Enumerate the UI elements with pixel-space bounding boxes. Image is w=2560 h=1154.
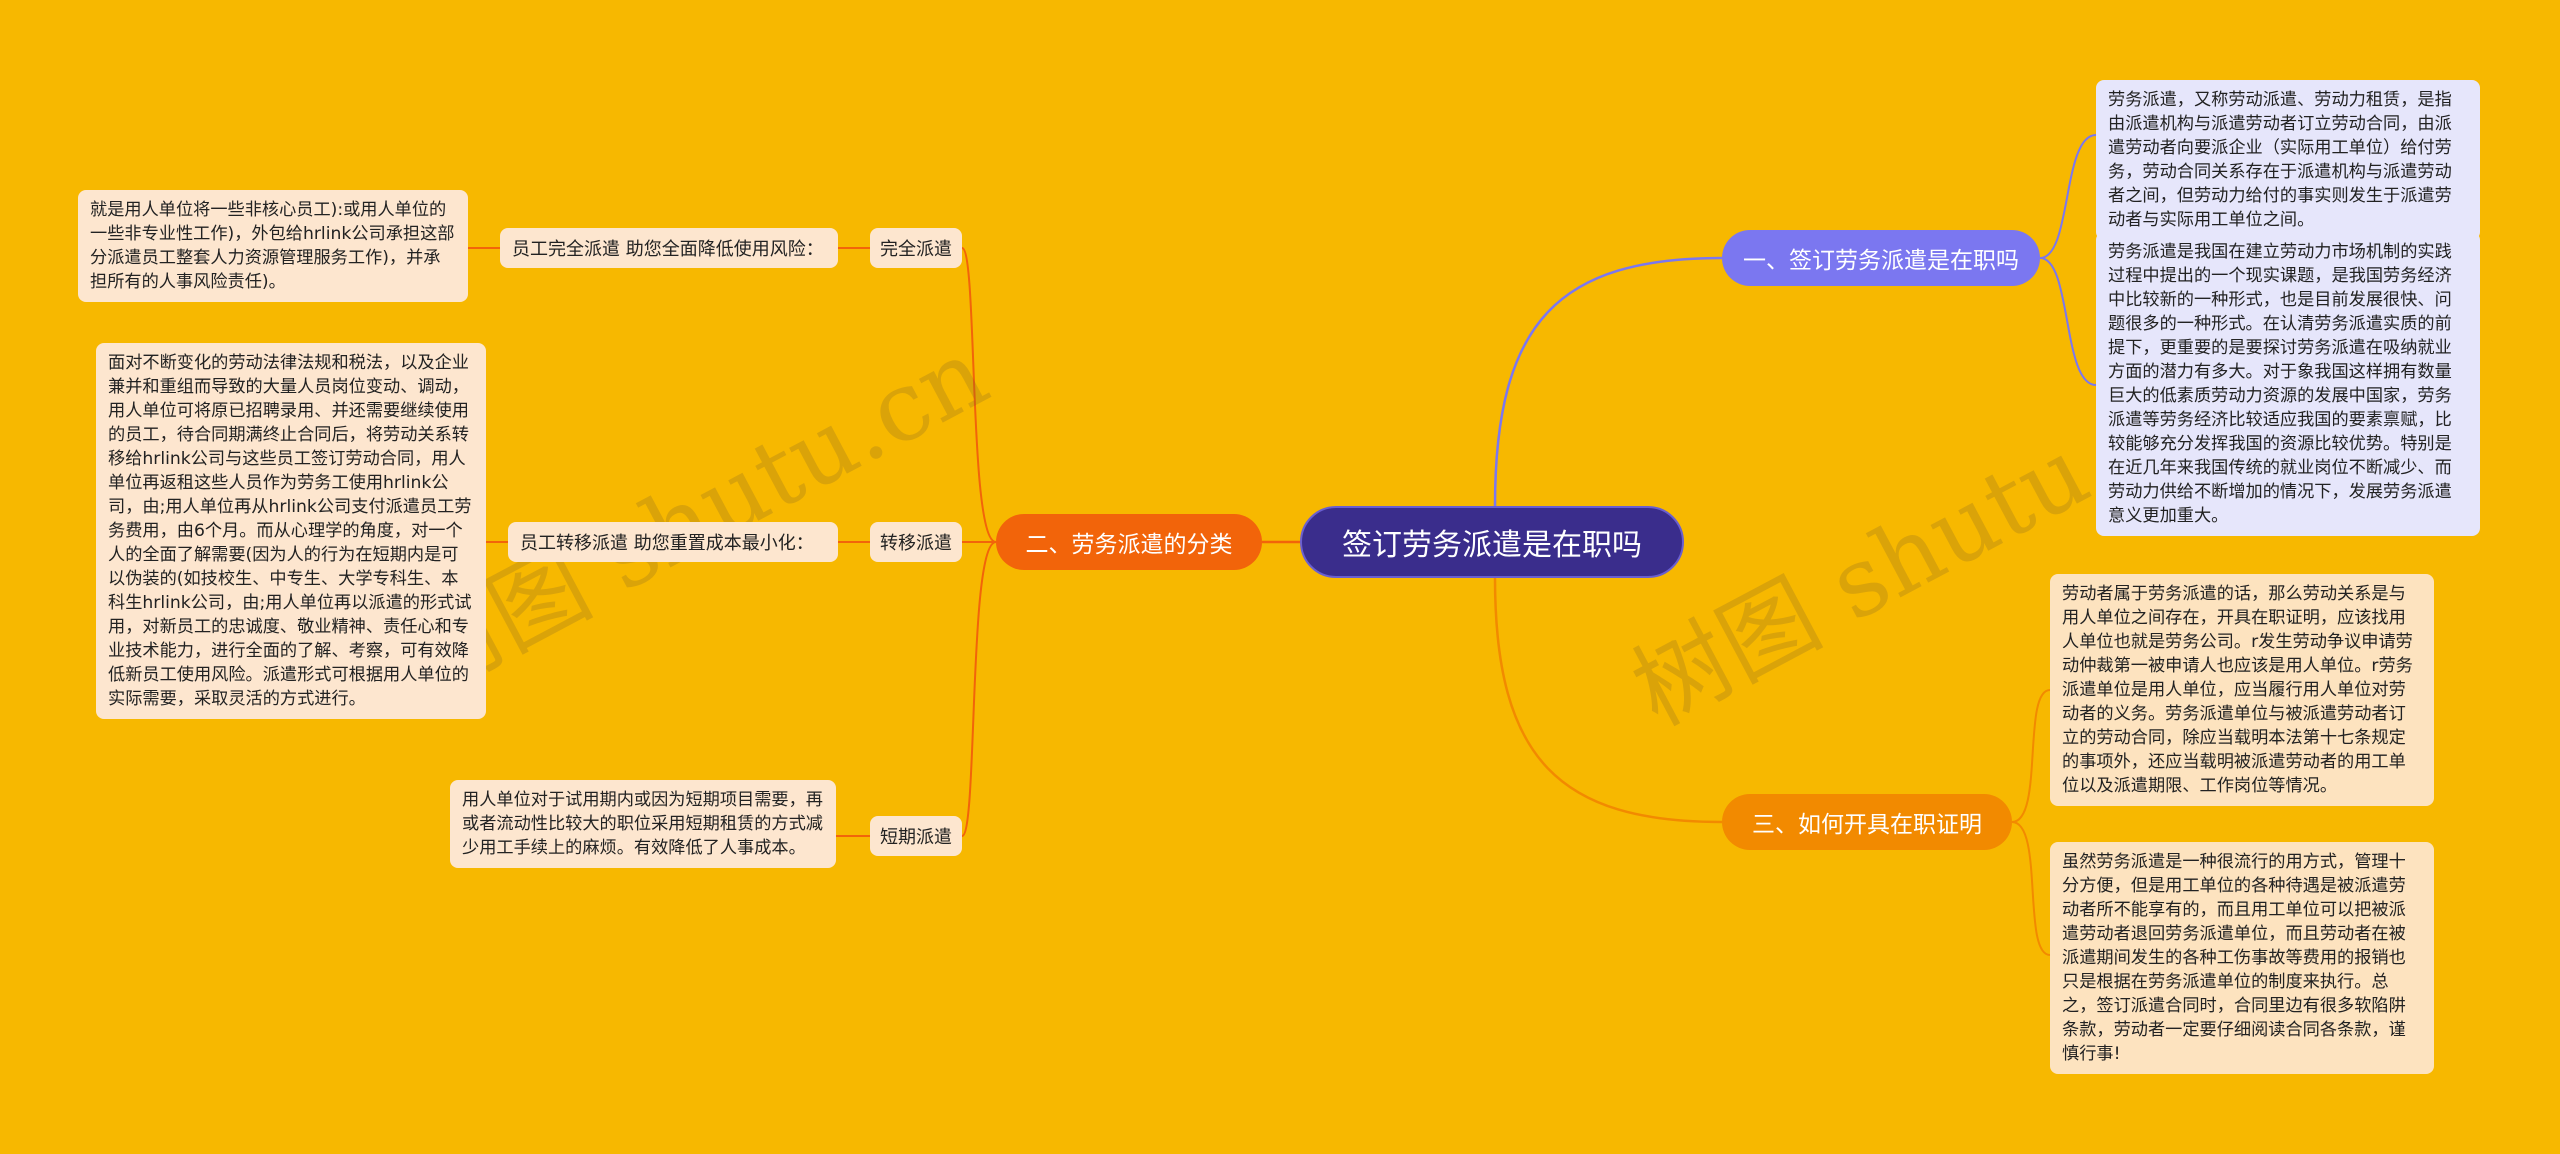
leaf-node[interactable]: 面对不断变化的劳动法律法规和税法，以及企业兼并和重组而导致的大量人员岗位变动、调… — [96, 343, 486, 719]
leaf-node[interactable]: 就是用人单位将一些非核心员工):或用人单位的一些非专业性工作)，外包给hrlin… — [78, 190, 468, 302]
tag-label: 转移派遣 — [880, 533, 952, 554]
leaf-node[interactable]: 劳务派遣，又称劳动派遣、劳动力租赁，是指由派遣机构与派遣劳动者订立劳动合同，由派… — [2096, 80, 2480, 240]
branch-label: 二、劳务派遣的分类 — [1025, 532, 1233, 558]
category-tag-transfer[interactable]: 转移派遣 — [870, 522, 962, 562]
leaf-node[interactable]: 劳动者属于劳务派遣的话，那么劳动关系是与用人单位之间存在，开具在职证明，应该找用… — [2050, 574, 2434, 806]
leaf-text: 劳务派遣，又称劳动派遣、劳动力租赁，是指由派遣机构与派遣劳动者订立劳动合同，由派… — [2108, 90, 2452, 230]
branch-label: 一、签订劳务派遣是在职吗 — [1743, 248, 2019, 274]
category-tag-full[interactable]: 完全派遣 — [870, 228, 962, 268]
tag-label: 短期派遣 — [880, 827, 952, 848]
leaf-node[interactable]: 虽然劳务派遣是一种很流行的用方式，管理十分方便，但是用工单位的各种待遇是被派遣劳… — [2050, 842, 2434, 1074]
leaf-text: 劳动者属于劳务派遣的话，那么劳动关系是与用人单位之间存在，开具在职证明，应该找用… — [2062, 584, 2413, 796]
tag-label: 完全派遣 — [880, 239, 952, 260]
branch-node-3[interactable]: 三、如何开具在职证明 — [1722, 794, 2012, 850]
branch-label: 三、如何开具在职证明 — [1752, 812, 1982, 838]
category-description[interactable]: 员工转移派遣 助您重置成本最小化： — [508, 522, 838, 562]
leaf-node[interactable]: 用人单位对于试用期内或因为短期项目需要，再或者流动性比较大的职位采用短期租赁的方… — [450, 780, 836, 868]
mid-label: 员工完全派遣 助您全面降低使用风险： — [512, 239, 824, 260]
root-node[interactable]: 签订劳务派遣是在职吗 — [1300, 506, 1684, 578]
leaf-text: 劳务派遣是我国在建立劳动力市场机制的实践过程中提出的一个现实课题，是我国劳务经济… — [2108, 242, 2452, 526]
root-label: 签订劳务派遣是在职吗 — [1342, 528, 1642, 563]
leaf-text: 就是用人单位将一些非核心员工):或用人单位的一些非专业性工作)，外包给hrlin… — [90, 200, 455, 292]
branch-node-2[interactable]: 二、劳务派遣的分类 — [996, 514, 1262, 570]
leaf-text: 用人单位对于试用期内或因为短期项目需要，再或者流动性比较大的职位采用短期租赁的方… — [462, 790, 823, 858]
branch-node-1[interactable]: 一、签订劳务派遣是在职吗 — [1722, 230, 2040, 286]
leaf-text: 面对不断变化的劳动法律法规和税法，以及企业兼并和重组而导致的大量人员岗位变动、调… — [108, 353, 472, 709]
category-description[interactable]: 员工完全派遣 助您全面降低使用风险： — [500, 228, 838, 268]
leaf-text: 虽然劳务派遣是一种很流行的用方式，管理十分方便，但是用工单位的各种待遇是被派遣劳… — [2062, 852, 2406, 1064]
mid-label: 员工转移派遣 助您重置成本最小化： — [520, 533, 814, 554]
leaf-node[interactable]: 劳务派遣是我国在建立劳动力市场机制的实践过程中提出的一个现实课题，是我国劳务经济… — [2096, 232, 2480, 536]
category-tag-short[interactable]: 短期派遣 — [870, 816, 962, 856]
